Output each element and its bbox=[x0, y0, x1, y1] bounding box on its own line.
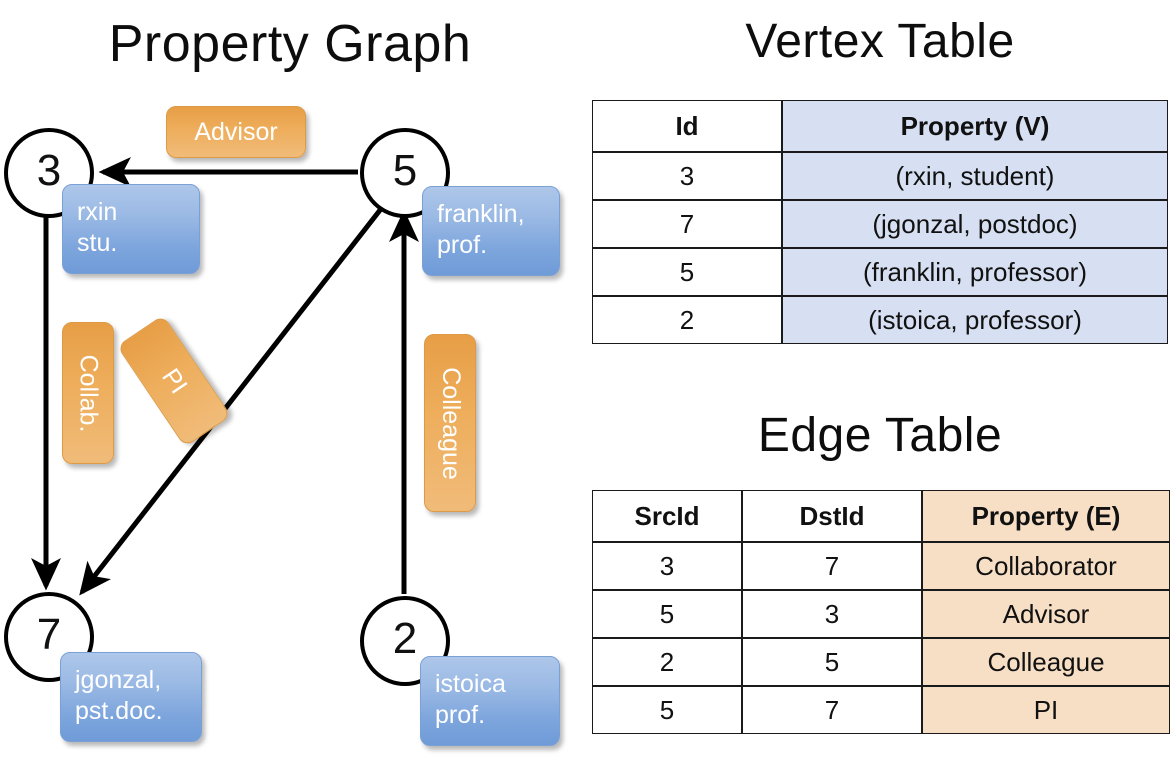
edge-table-cell-dstid: 7 bbox=[742, 686, 922, 734]
table-row[interactable]: 3 7 Collaborator bbox=[592, 542, 1170, 590]
edge-table-cell-property: PI bbox=[922, 686, 1170, 734]
edge-table-cell-property: Advisor bbox=[922, 590, 1170, 638]
edge-table-cell-srcid: 2 bbox=[592, 638, 742, 686]
edge-table-header-property: Property (E) bbox=[922, 490, 1170, 542]
vertex-table-header-row: Id Property (V) bbox=[592, 100, 1168, 152]
table-row[interactable]: 7 (jgonzal, postdoc) bbox=[592, 200, 1168, 248]
edge-table-cell-dstid: 5 bbox=[742, 638, 922, 686]
edge-label-box-collab[interactable]: Collab. bbox=[62, 322, 114, 464]
graph-edge-arrows bbox=[31, 157, 419, 596]
vertex-table-cell-property: (jgonzal, postdoc) bbox=[782, 200, 1168, 248]
edge-table-header-srcid: SrcId bbox=[592, 490, 742, 542]
vertex-property-franklin-name: franklin, bbox=[437, 200, 525, 228]
edge-table-cell-dstid: 7 bbox=[742, 542, 922, 590]
vertex-table: Id Property (V) 3 (rxin, student) 7 (jgo… bbox=[592, 100, 1168, 344]
edge-label-pi: PI bbox=[156, 363, 193, 399]
graph-node-7-label: 7 bbox=[36, 610, 62, 659]
table-row[interactable]: 5 7 PI bbox=[592, 686, 1170, 734]
edge-table: SrcId DstId Property (E) 3 7 Collaborato… bbox=[592, 490, 1170, 734]
edge-table-cell-dstid: 3 bbox=[742, 590, 922, 638]
vertex-property-box-rxin[interactable]: rxin stu. bbox=[62, 184, 200, 274]
table-row[interactable]: 3 (rxin, student) bbox=[592, 152, 1168, 200]
vertex-property-box-franklin[interactable]: franklin, prof. bbox=[422, 186, 560, 276]
vertex-property-rxin-role: stu. bbox=[77, 228, 118, 257]
edge-arrow-5-to-7 bbox=[79, 203, 386, 596]
vertex-table-cell-property: (franklin, professor) bbox=[782, 248, 1168, 296]
vertex-table-cell-id: 2 bbox=[592, 296, 782, 344]
graph-node-2[interactable]: 2 bbox=[360, 596, 450, 686]
edge-table-cell-property: Collaborator bbox=[922, 542, 1170, 590]
edge-table-header-row: SrcId DstId Property (E) bbox=[592, 490, 1170, 542]
vertex-property-istoica-name: istoica bbox=[435, 670, 506, 698]
edge-label-collab: Collab. bbox=[74, 354, 103, 432]
edge-table-cell-srcid: 5 bbox=[592, 686, 742, 734]
vertex-property-box-istoica[interactable]: istoica prof. bbox=[420, 656, 560, 746]
table-row[interactable]: 5 (franklin, professor) bbox=[592, 248, 1168, 296]
table-row[interactable]: 2 (istoica, professor) bbox=[592, 296, 1168, 344]
vertex-table-cell-id: 7 bbox=[592, 200, 782, 248]
edge-table-header-dstid: DstId bbox=[742, 490, 922, 542]
edge-table-cell-srcid: 3 bbox=[592, 542, 742, 590]
vertex-property-rxin-name: rxin bbox=[77, 198, 118, 226]
vertex-table-cell-property: (istoica, professor) bbox=[782, 296, 1168, 344]
graph-node-5-label: 5 bbox=[392, 146, 418, 195]
graph-node-2-label: 2 bbox=[392, 614, 418, 663]
vertex-table-header-id: Id bbox=[592, 100, 782, 152]
edge-table-cell-srcid: 5 bbox=[592, 590, 742, 638]
edge-table-cell-property: Colleague bbox=[922, 638, 1170, 686]
page-title-vertex-table: Vertex Table bbox=[745, 15, 1015, 68]
edge-label-box-advisor[interactable]: Advisor bbox=[166, 106, 306, 158]
vertex-table-cell-id: 5 bbox=[592, 248, 782, 296]
vertex-property-box-jgonzal[interactable]: jgonzal, pst.doc. bbox=[60, 652, 202, 742]
vertex-table-cell-id: 3 bbox=[592, 152, 782, 200]
property-graph-diagram: 3 5 7 2 rxin stu. franklin, prof. jgonza… bbox=[4, 106, 560, 746]
graph-node-3-label: 3 bbox=[36, 146, 62, 195]
edge-label-advisor: Advisor bbox=[194, 117, 278, 146]
table-row[interactable]: 5 3 Advisor bbox=[592, 590, 1170, 638]
vertex-property-istoica-role: prof. bbox=[435, 700, 486, 729]
page-title-property-graph: Property Graph bbox=[108, 15, 472, 73]
vertex-table-cell-property: (rxin, student) bbox=[782, 152, 1168, 200]
vertex-property-jgonzal-role: pst.doc. bbox=[75, 696, 163, 725]
edge-label-colleague: Colleague bbox=[436, 366, 465, 480]
vertex-table-header-property: Property (V) bbox=[782, 100, 1168, 152]
page-title-edge-table: Edge Table bbox=[757, 409, 1003, 462]
edge-label-box-colleague[interactable]: Colleague bbox=[424, 334, 476, 512]
vertex-property-jgonzal-name: jgonzal, bbox=[75, 666, 162, 694]
vertex-property-franklin-role: prof. bbox=[437, 230, 488, 259]
table-row[interactable]: 2 5 Colleague bbox=[592, 638, 1170, 686]
